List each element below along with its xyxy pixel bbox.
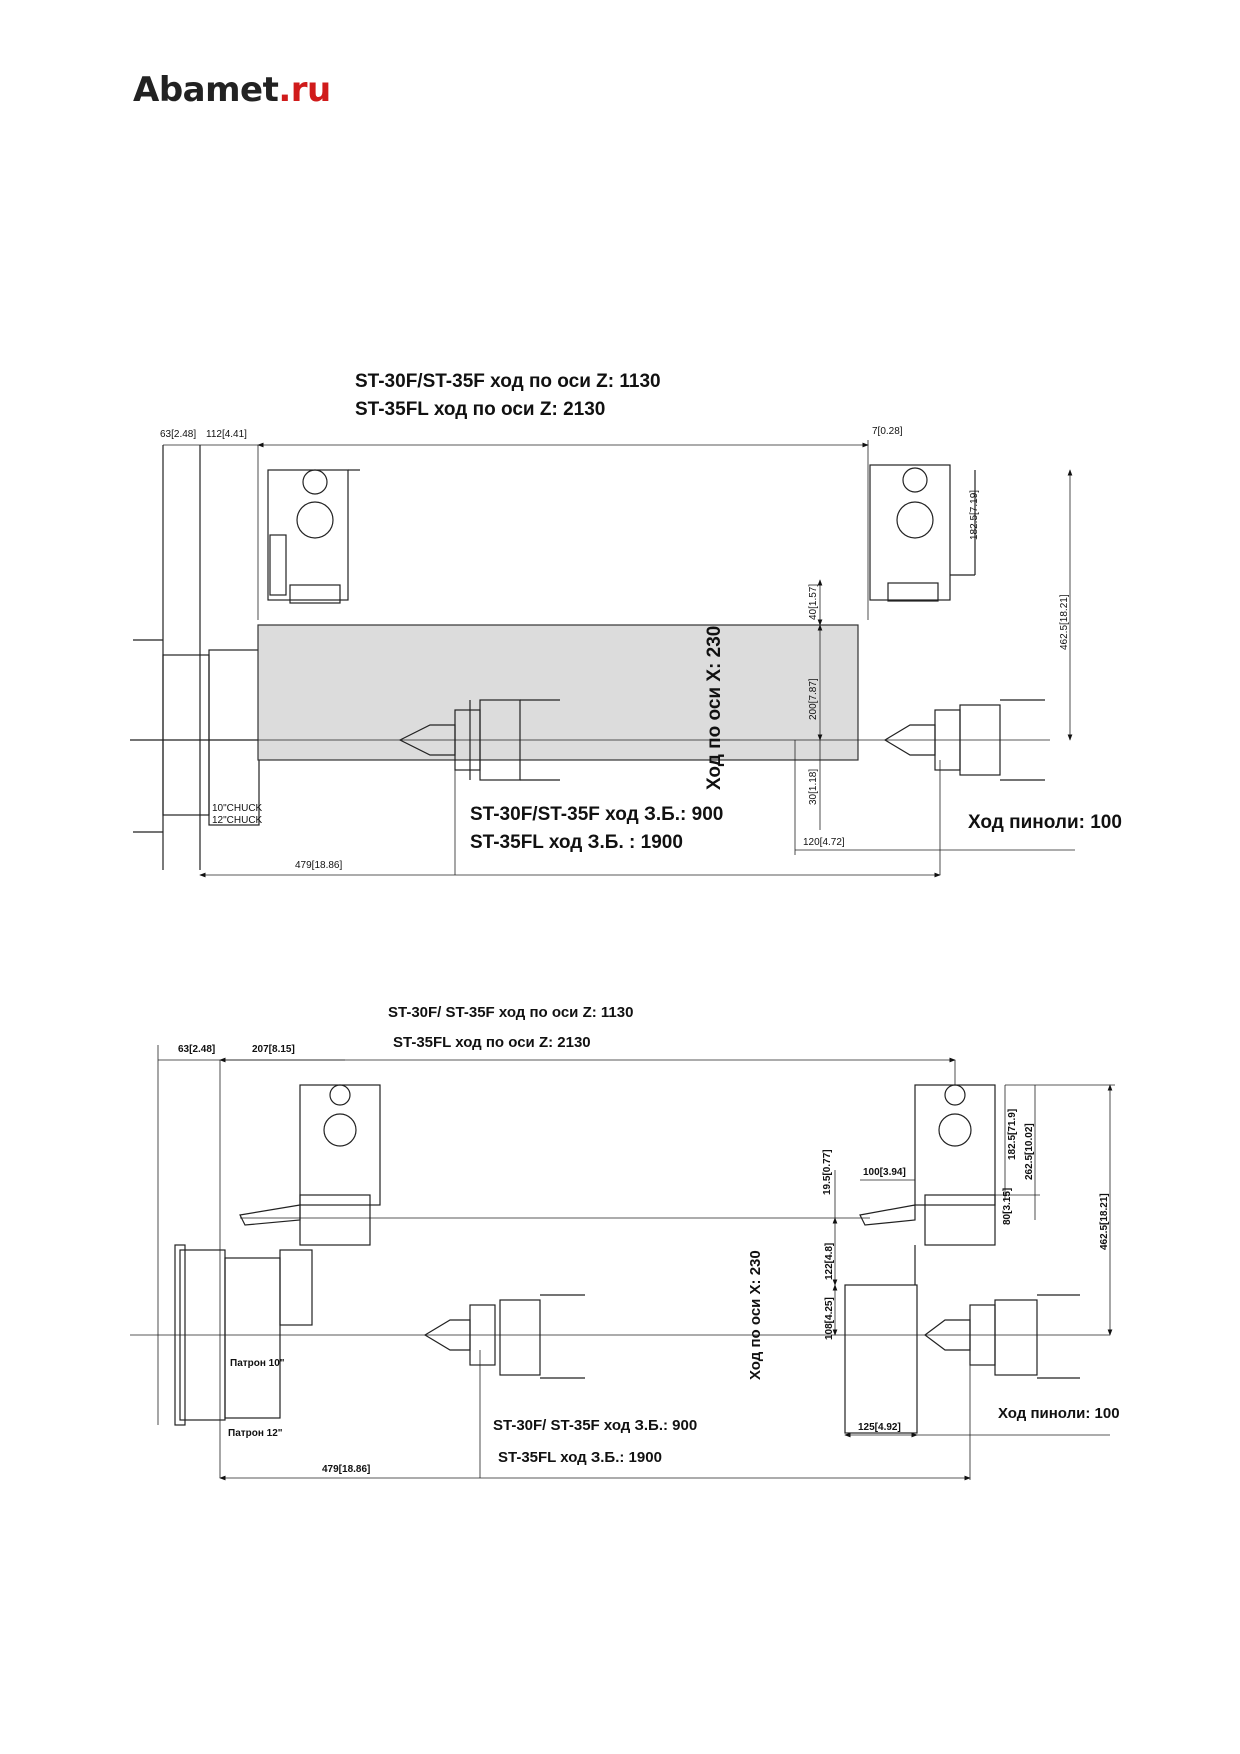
- d1-tail-travel-1: ST-30F/ST-35F ход З.Б.: 900: [470, 804, 723, 825]
- d2-dim-479: 479[18.86]: [322, 1464, 370, 1475]
- turret-left-2: [239, 1084, 381, 1246]
- d2-dim-125: 125[4.92]: [858, 1422, 901, 1433]
- diagram-1: [130, 440, 1075, 878]
- d2-dim-462: 462.5[18.21]: [1099, 1193, 1110, 1250]
- d2-quill: Ход пиноли: 100: [998, 1405, 1120, 1422]
- d1-quill: Ход пиноли: 100: [968, 812, 1122, 833]
- tailstock-body-2: [844, 1284, 918, 1434]
- d2-dim-122: 122[4.8]: [824, 1243, 835, 1280]
- diagram-1-labels: ST-30F/ST-35F ход по оси Z: 1130 ST-35FL…: [160, 371, 1122, 871]
- d1-dim-40: 40[1.57]: [808, 584, 819, 620]
- abamet-logo: Abamet.ru: [133, 70, 331, 110]
- d2-dim-63: 63[2.48]: [178, 1044, 215, 1055]
- turret-right-1: [869, 464, 976, 602]
- d1-dim-479: 479[18.86]: [295, 860, 342, 871]
- tailstock-center-3: [423, 1294, 585, 1379]
- turret-left-1: [267, 469, 360, 604]
- d2-dim-100: 100[3.94]: [863, 1167, 906, 1178]
- d2-z-travel-1: ST-30F/ ST-35F ход по оси Z: 1130: [388, 1004, 633, 1021]
- d1-x-travel: Ход по оси X: 230: [704, 626, 725, 790]
- d1-dim-182: 182.5[7.19]: [969, 490, 980, 540]
- d2-dim-182: 182.5[71.9]: [1007, 1109, 1018, 1160]
- d2-x-travel: Ход по оси X: 230: [747, 1250, 764, 1380]
- logo-tld: .ru: [278, 70, 331, 110]
- d2-tail-travel-1: ST-30F/ ST-35F ход З.Б.: 900: [493, 1417, 697, 1434]
- logo-brand: Abamet: [133, 70, 279, 110]
- d1-dim-7: 7[0.28]: [872, 426, 903, 437]
- d2-dim-108: 108[4.25]: [824, 1297, 835, 1340]
- d1-tail-travel-2: ST-35FL ход З.Б. : 1900: [470, 832, 683, 853]
- d2-dim-207: 207[8.15]: [252, 1044, 295, 1055]
- d1-dim-112: 112[4.41]: [206, 429, 247, 440]
- turret-right-2: [859, 1084, 996, 1246]
- d2-chuck-10: Патрон 10": [230, 1358, 285, 1369]
- d1-chuck-12: 12"CHUCK: [212, 815, 263, 826]
- d1-dim-30: 30[1.18]: [808, 769, 819, 805]
- diagram-2-labels: ST-30F/ ST-35F ход по оси Z: 1130 ST-35F…: [178, 1004, 1120, 1475]
- d2-dim-262: 262.5[10.02]: [1024, 1123, 1035, 1180]
- d1-chuck-10: 10"CHUCK: [212, 803, 263, 814]
- d1-dim-120: 120[4.72]: [803, 837, 845, 848]
- d2-dim-195: 19.5[0.77]: [822, 1149, 833, 1195]
- tailstock-center-4: [924, 1294, 1080, 1379]
- d1-z-travel-2: ST-35FL ход по оси Z: 2130: [355, 399, 605, 420]
- d1-dim-462: 462.5[18.21]: [1059, 594, 1070, 650]
- diagram-2: [130, 1045, 1115, 1481]
- d2-dim-80: 80[3.15]: [1002, 1188, 1013, 1225]
- d1-dim-63: 63[2.48]: [160, 429, 196, 440]
- d1-dim-200: 200[7.87]: [808, 678, 819, 720]
- d2-z-travel-2: ST-35FL ход по оси Z: 2130: [393, 1034, 591, 1051]
- d1-z-travel-1: ST-30F/ST-35F ход по оси Z: 1130: [355, 371, 661, 392]
- d2-tail-travel-2: ST-35FL ход З.Б.: 1900: [498, 1449, 662, 1466]
- work-area-1: [257, 624, 859, 761]
- d2-chuck-12: Патрон 12": [228, 1428, 283, 1439]
